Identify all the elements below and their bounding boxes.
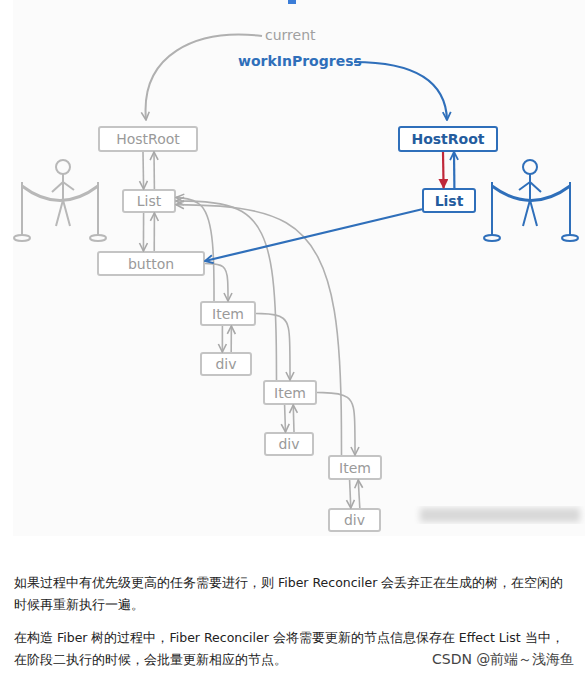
paragraph: 如果过程中有优先级更高的任务需要进行，则 Fiber Reconciler 会丢…: [14, 572, 576, 616]
fiber-pointer: [222, 326, 224, 352]
fiber-pointer: [350, 480, 351, 508]
node-label: div: [344, 512, 365, 528]
node-label: Item: [339, 460, 371, 476]
wip-fiber-box: List: [422, 188, 476, 213]
fiber-pointer: [358, 480, 360, 508]
node-label: HostRoot: [116, 131, 180, 147]
pointer-label: workInProgress: [238, 52, 368, 70]
fiber-pointer: [176, 205, 342, 455]
current-fiber-box: Item: [200, 301, 256, 326]
wip-pointer: [354, 62, 447, 120]
node-label: HostRoot: [411, 131, 484, 147]
fiber-pointer: [142, 152, 144, 189]
current-fiber-box: div: [200, 352, 252, 376]
current-fiber-box: Item: [328, 455, 382, 480]
watermark: CSDN @前端～浅海鱼: [432, 650, 582, 668]
diagram-background: [13, 0, 585, 536]
current-fiber-box: HostRoot: [98, 126, 198, 152]
wip-pointer: [442, 152, 445, 188]
wip-fiber-box: HostRoot: [398, 126, 498, 152]
fiber-pointer: [176, 201, 277, 380]
fiber-pointer: [284, 405, 286, 432]
fiber-pointer: [176, 197, 214, 301]
pointer-label: current: [265, 26, 345, 44]
node-label: Item: [274, 385, 306, 401]
blurred-patch: [420, 508, 580, 522]
left-barrier: [14, 160, 106, 241]
current-pointer: [146, 35, 262, 120]
node-label: Item: [212, 306, 244, 322]
right-barrier: [484, 160, 578, 241]
fiber-pointer: [317, 393, 355, 456]
wip-pointer: [453, 152, 456, 188]
node-label: List: [435, 193, 464, 209]
fiber-pointer: [230, 326, 232, 352]
node-label: List: [137, 193, 161, 209]
fiber-pointer: [153, 152, 155, 189]
fiber-pointer: [153, 213, 155, 251]
node-label: button: [128, 256, 174, 272]
node-label: div: [278, 436, 299, 452]
fiber-pointer: [292, 405, 294, 432]
current-fiber-box: div: [264, 432, 314, 456]
fiber-pointer: [256, 314, 290, 381]
node-label: div: [215, 356, 236, 372]
current-fiber-box: Item: [263, 380, 317, 405]
fiber-pointer: [143, 213, 145, 251]
current-fiber-box: div: [328, 508, 381, 532]
fiber-pointer: [205, 264, 228, 302]
current-fiber-box: button: [97, 251, 205, 276]
top-marker: [288, 0, 296, 4]
wip-pointer: [205, 209, 422, 261]
current-fiber-box: List: [122, 189, 176, 213]
